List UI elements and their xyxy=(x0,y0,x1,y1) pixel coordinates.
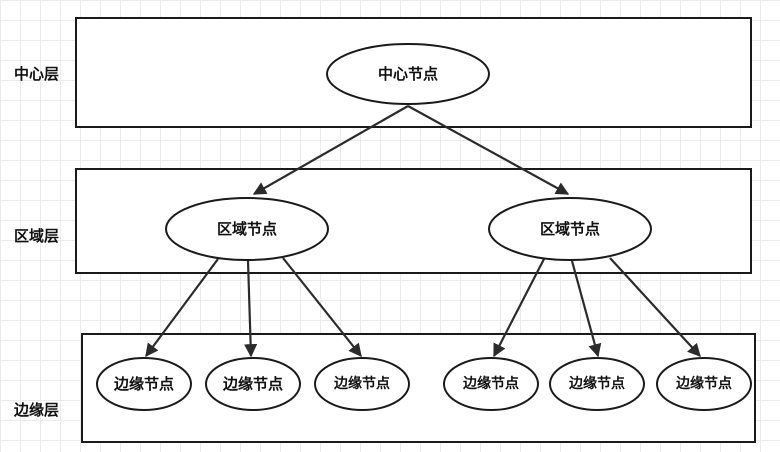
edge-region-left-to-edge-3 xyxy=(282,257,362,358)
region-layer-label: 区域层 xyxy=(14,227,59,245)
edge-node-4-label: 边缘节点 xyxy=(462,375,519,392)
edge-region-right-to-edge-4 xyxy=(493,258,545,358)
center-layer-label: 中心层 xyxy=(14,65,59,83)
edge-node-3: 边缘节点 xyxy=(314,357,410,411)
center-node: 中心节点 xyxy=(326,43,490,105)
region-node-right-label: 区域节点 xyxy=(540,220,600,238)
edge-center-to-region-left xyxy=(252,105,409,195)
edge-node-2: 边缘节点 xyxy=(205,357,301,411)
region-node-left-label: 区域节点 xyxy=(217,220,277,238)
region-node-left: 区域节点 xyxy=(165,197,329,261)
edge-region-left-to-edge-1 xyxy=(145,258,219,358)
edge-node-6-label: 边缘节点 xyxy=(675,375,732,392)
region-node-right: 区域节点 xyxy=(488,197,652,261)
edge-region-right-to-edge-5 xyxy=(570,260,602,358)
edge-region-right-to-edge-6 xyxy=(609,257,701,357)
edge-node-1-label: 边缘节点 xyxy=(113,375,174,393)
edge-node-4: 边缘节点 xyxy=(443,357,539,411)
edge-center-to-region-right xyxy=(407,105,570,195)
edge-node-5: 边缘节点 xyxy=(549,357,645,411)
edge-node-1: 边缘节点 xyxy=(96,357,192,411)
edge-region-left-to-edge-2 xyxy=(244,260,258,358)
edge-node-5-label: 边缘节点 xyxy=(568,375,625,392)
edge-layer-label: 边缘层 xyxy=(13,401,59,419)
center-node-label: 中心节点 xyxy=(378,65,438,83)
edge-node-2-label: 边缘节点 xyxy=(222,375,283,393)
edge-node-6: 边缘节点 xyxy=(656,357,752,411)
edge-node-3-label: 边缘节点 xyxy=(333,375,390,392)
